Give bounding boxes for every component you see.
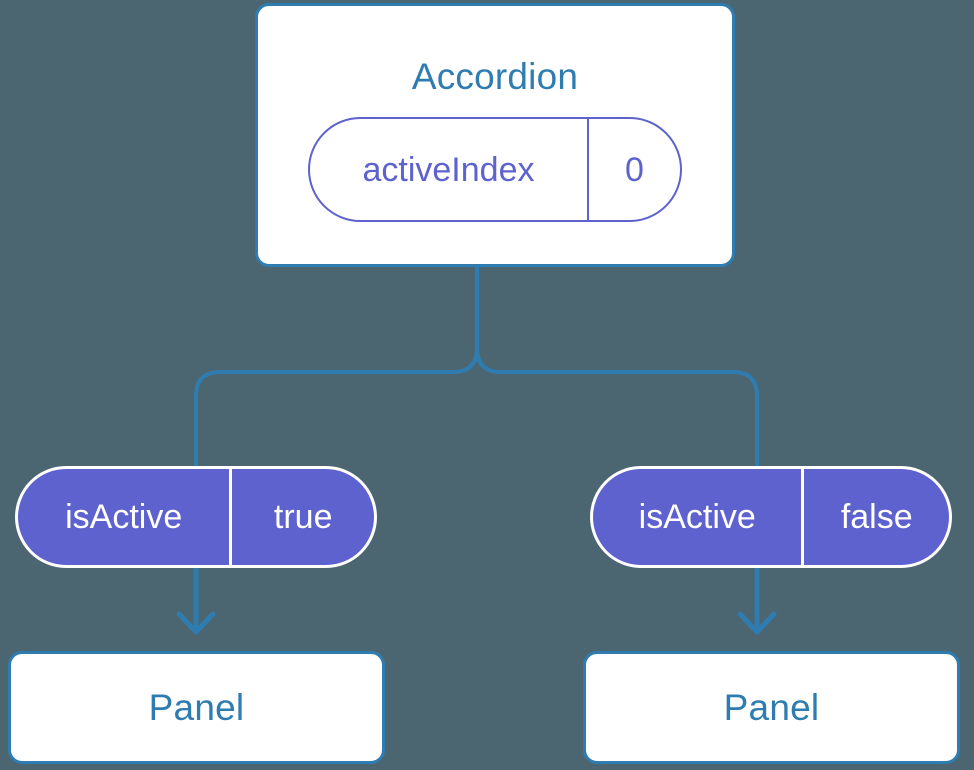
panel-component-card-left[interactable]: Panel xyxy=(8,651,385,764)
prop-pill-key: isActive xyxy=(65,498,183,536)
prop-pill-is-active-true[interactable]: isActive true xyxy=(15,466,377,568)
state-pill-value: 0 xyxy=(586,119,680,220)
prop-pill-is-active-false[interactable]: isActive false xyxy=(590,466,952,568)
connector-branch-right xyxy=(475,346,759,468)
panel-title: Panel xyxy=(723,687,820,728)
state-pill-active-index[interactable]: activeIndex 0 xyxy=(308,117,682,222)
arrow-left-head-icon xyxy=(176,611,216,635)
state-pill-key: activeIndex xyxy=(362,150,535,189)
panel-title: Panel xyxy=(148,687,245,728)
arrow-right-head-icon xyxy=(737,611,777,635)
accordion-title: Accordion xyxy=(411,56,579,97)
connector-trunk-branch xyxy=(194,264,479,468)
panel-component-card-right[interactable]: Panel xyxy=(583,651,960,764)
prop-pill-value: true xyxy=(229,469,374,565)
prop-pill-key: isActive xyxy=(638,498,756,536)
prop-pill-value: false xyxy=(801,469,949,565)
